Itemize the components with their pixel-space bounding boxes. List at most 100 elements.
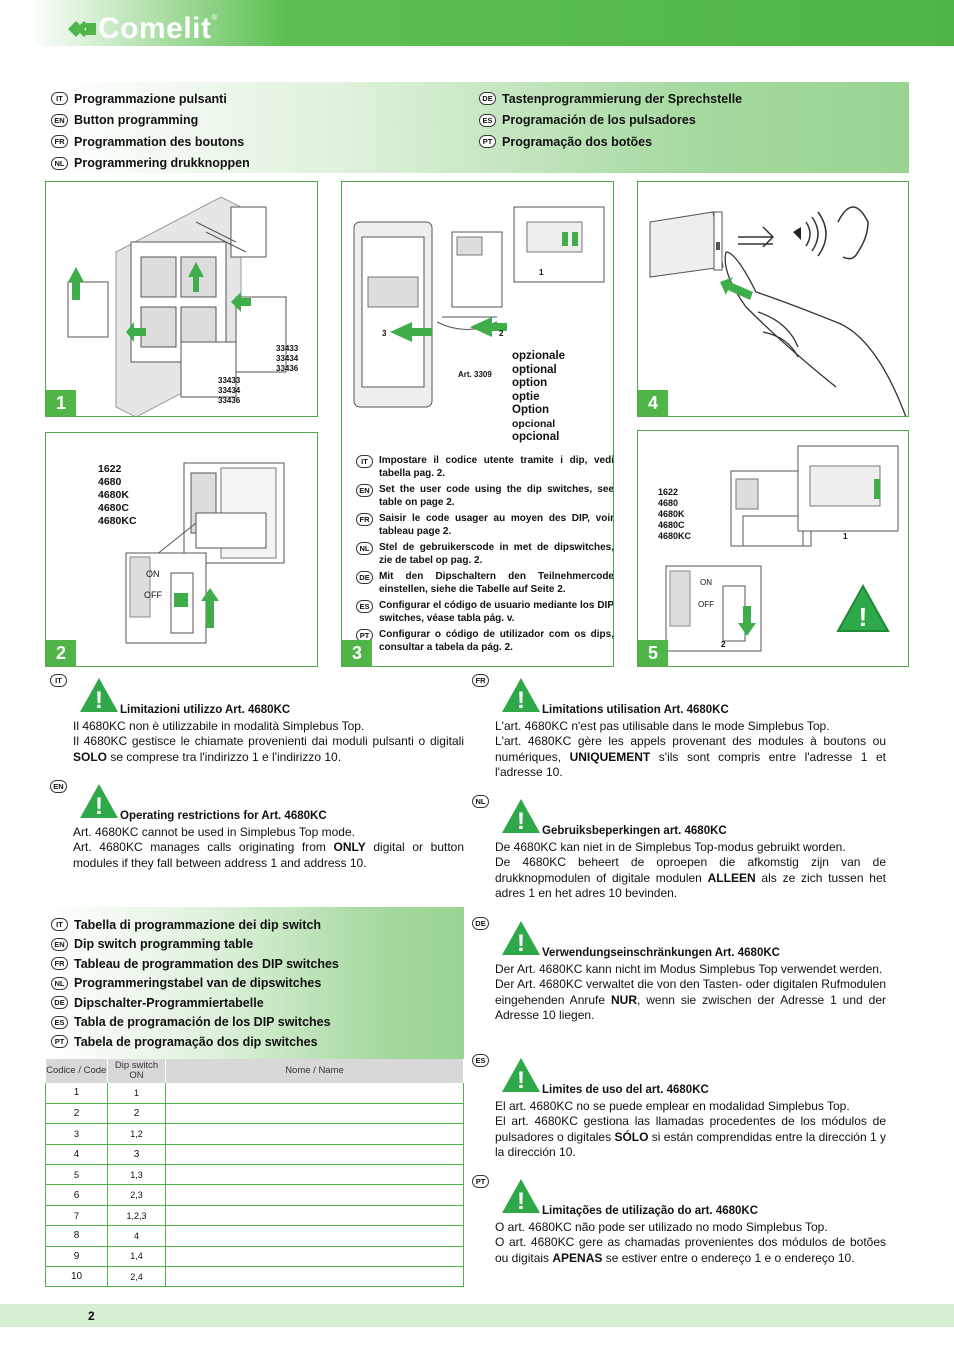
svg-text:!: ! xyxy=(95,687,103,714)
col-dip: Dip switch ON xyxy=(107,1059,166,1083)
comelit-logo: Comelit ® xyxy=(66,12,217,46)
button-press-illustration xyxy=(649,206,907,416)
warning-fr: FR ! Limitations utilisation Art. 4680KC… xyxy=(472,674,886,781)
col-code: Codice / Code xyxy=(45,1059,108,1083)
col-name: Nome / Name xyxy=(165,1059,464,1083)
warning-triangle-icon xyxy=(836,583,890,632)
switch-off-label: OFF xyxy=(144,590,162,600)
panel-number: 1 xyxy=(46,390,76,416)
figure-panel-2: 1622 4680 4680K 4680C 4680KC ON OFF 2 xyxy=(45,432,318,667)
svg-text:!: ! xyxy=(517,1188,525,1215)
table-header-row: Codice / Code Dip switch ON Nome / Name xyxy=(45,1059,464,1083)
module-assembly-illustration xyxy=(67,196,287,416)
svg-text:!: ! xyxy=(859,602,868,632)
device-dip-zoom-illustration: ! xyxy=(665,445,899,652)
callout-1: 1 xyxy=(539,268,544,277)
optional-labels: opzionale optional option optie Option o… xyxy=(512,350,566,443)
article-label: Art. 3309 xyxy=(458,370,492,379)
module-codes-b: 33433 33434 33436 xyxy=(218,376,241,405)
dip-switch-table: Codice / Code Dip switch ON Nome / Name … xyxy=(45,1059,464,1288)
svg-text:!: ! xyxy=(517,1067,525,1094)
footer-bar xyxy=(0,1304,954,1327)
warning-triangle-icon: ! xyxy=(502,921,540,957)
figure-panel-5: ! 1622 4680 4680K 4680C 4680KC ON OFF 1 … xyxy=(637,430,909,667)
warning-triangle-icon: ! xyxy=(502,799,540,835)
switch-on-label: ON xyxy=(146,569,160,579)
svg-text:!: ! xyxy=(517,687,525,714)
switch-off-label: OFF xyxy=(698,600,714,609)
svg-text:!: ! xyxy=(517,808,525,835)
callout-2: 2 xyxy=(499,329,504,338)
panel-number: 4 xyxy=(638,390,668,416)
warning-triangle-icon: ! xyxy=(502,1058,540,1094)
warning-triangle-icon: ! xyxy=(502,678,540,714)
callout-2: 2 xyxy=(721,640,726,649)
warning-en: EN ! Operating restrictions for Art. 468… xyxy=(50,780,464,871)
warning-it: IT ! Limitazioni utilizzo Art. 4680KC Il… xyxy=(50,674,464,765)
comelit-logo-icon xyxy=(68,21,96,37)
svg-text:!: ! xyxy=(517,930,525,957)
top-banner xyxy=(0,0,954,46)
warning-es: ES ! Limites de uso del art. 4680KC El a… xyxy=(472,1054,886,1161)
figure-panel-3: 1 2 3 Art. 3309 opzionale optional optio… xyxy=(341,181,614,667)
warning-nl: NL ! Gebruiksbeperkingen art. 4680KC De … xyxy=(472,795,886,902)
warning-de: DE ! Verwendungseinschränkungen Art. 468… xyxy=(472,917,886,1024)
page-number: 2 xyxy=(88,1309,95,1323)
model-list: 1622 4680 4680K 4680C 4680KC xyxy=(658,487,692,541)
panel-number: 5 xyxy=(638,640,668,666)
warning-triangle-icon: ! xyxy=(80,784,118,820)
panel-number: 2 xyxy=(46,640,76,666)
callout-3: 3 xyxy=(382,329,387,338)
brand-reg: ® xyxy=(211,12,218,22)
switch-on-label: ON xyxy=(700,578,712,587)
brand-name: Comelit xyxy=(98,12,212,45)
warning-pt: PT ! Limitações de utilização do art. 46… xyxy=(472,1175,886,1266)
svg-text:!: ! xyxy=(95,793,103,820)
warning-triangle-icon: ! xyxy=(502,1179,540,1215)
warning-triangle-icon: ! xyxy=(80,678,118,714)
callout-1: 1 xyxy=(843,532,848,541)
panel-number: 3 xyxy=(342,640,372,666)
module-codes-a: 33433 33434 33436 xyxy=(276,344,299,373)
model-list: 1622 4680 4680K 4680C 4680KC xyxy=(98,463,137,527)
figure-panel-1: 33433 33434 33436 33433 33434 33436 1 xyxy=(45,181,318,417)
optional-module-illustration xyxy=(353,206,605,408)
figure-panel-4: 4 xyxy=(637,181,909,417)
